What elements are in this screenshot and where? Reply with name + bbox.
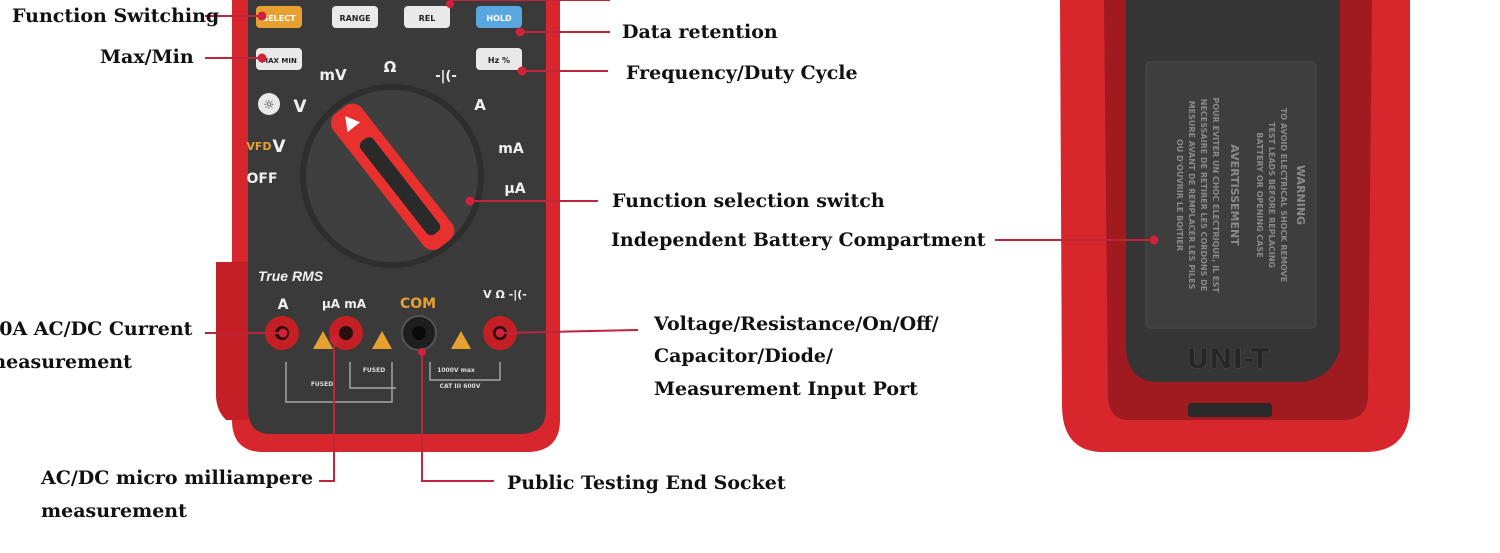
label-max-min: Max/Min [100,46,194,68]
fused-note: FUSED [363,367,385,374]
warning-line: TO AVOID ELECTRICAL SHOCK REMOVE [1279,108,1288,282]
dial-mark-off: OFF [246,171,277,187]
label-10a-current-line1: 10A AC/DC Current [0,318,193,340]
dial-mark-mv: mV [319,66,347,84]
range-button-label: RANGE [339,14,370,23]
jack-label-com: COM [400,296,436,312]
stand-slot [1188,403,1272,417]
dial-mark-vdc: V [293,97,307,117]
leader-dots [257,0,1159,356]
select-button [256,6,302,28]
maxmin-button [256,48,302,70]
dial-mark-ua: μA [504,181,525,197]
label-function-selection-switch: Function selection switch [612,190,885,212]
multimeter-back: WARNING TO AVOID ELECTRICAL SHOCK REMOVE… [1060,0,1410,452]
label-data-retention: Data retention [622,21,778,43]
avert-line: OU D'OUVRIR LE BOITIER [1175,139,1184,251]
cat-rating-note: CAT III 600V [440,383,481,390]
dial-mark-vac: V [272,137,286,157]
warning-triangle-icon [451,331,471,349]
true-rms-label: True RMS [258,268,324,284]
rel-button-label: REL [419,14,436,23]
label-public-testing-socket: Public Testing End Socket [507,472,786,494]
warning-triangle-icon [313,331,333,349]
leader-lines [205,0,1154,482]
avert-title: AVERTISSEMENT [1228,144,1241,246]
maxmin-button-label: MAX MIN [261,57,297,65]
label-frequency-duty-cycle: Frequency/Duty Cycle [626,62,858,84]
multimeter-front: SELECT RANGE REL HOLD MAX MIN Hz % mV Ω … [216,0,560,452]
select-button-label: SELECT [262,14,296,23]
jack-label-v: V Ω -|(- [483,288,527,301]
warning-line: BATTERY OR OPENING CASE [1255,132,1264,257]
warning-title: WARNING [1294,165,1307,225]
dial-mark-ohm: Ω [384,58,397,76]
hold-button [476,6,522,28]
hz-button-label: Hz % [488,56,510,65]
brand-logo: UNI-T [1186,342,1269,375]
label-micro-milliampere-line1: AC/DC micro milliampere [41,467,314,489]
label-voltage-port-line1: Voltage/Resistance/On/Off/ [654,313,939,335]
label-10a-current-line2: measurement [0,351,132,373]
avert-line: POUR EVITER UN CHOC ELECTRIQUE, IL EST [1211,97,1220,293]
range-button [332,6,378,28]
avert-line: NECESSAIRE DE RETIRER LES CORDONS DE [1199,99,1208,292]
warning-plate [1145,61,1317,329]
warning-triangle-icon [372,331,392,349]
fused-note: FUSED [311,381,333,388]
label-battery-compartment: Independent Battery Compartment [611,229,986,251]
rotary-knob [330,103,455,251]
dial-mark-a: A [474,96,486,114]
sun-icon: ☼ [263,98,275,113]
max-voltage-note: 1000V max [437,367,475,374]
dial-mark-cap: -|(- [435,69,456,84]
label-function-switching: Function Switching [12,5,220,27]
label-micro-milliampere-line2: measurement [41,500,187,522]
jack-label-ua-ma: μA mA [322,297,367,311]
dial-mark-vfd: VFD [246,140,271,153]
avert-line: MESURE AVANT DE REMPLACER LES PILES [1187,101,1196,290]
rel-button [404,6,450,28]
hz-button [476,48,522,70]
label-voltage-port-line3: Measurement Input Port [654,378,918,400]
label-voltage-port-line2: Capacitor/Diode/ [654,345,833,367]
hold-button-label: HOLD [486,14,512,23]
jack-label-a: A [278,297,289,313]
dial-mark-ma: mA [498,141,524,157]
warning-line: TEST LEADS BEFORE REPLACING [1267,122,1276,268]
backlight-button [258,93,280,115]
